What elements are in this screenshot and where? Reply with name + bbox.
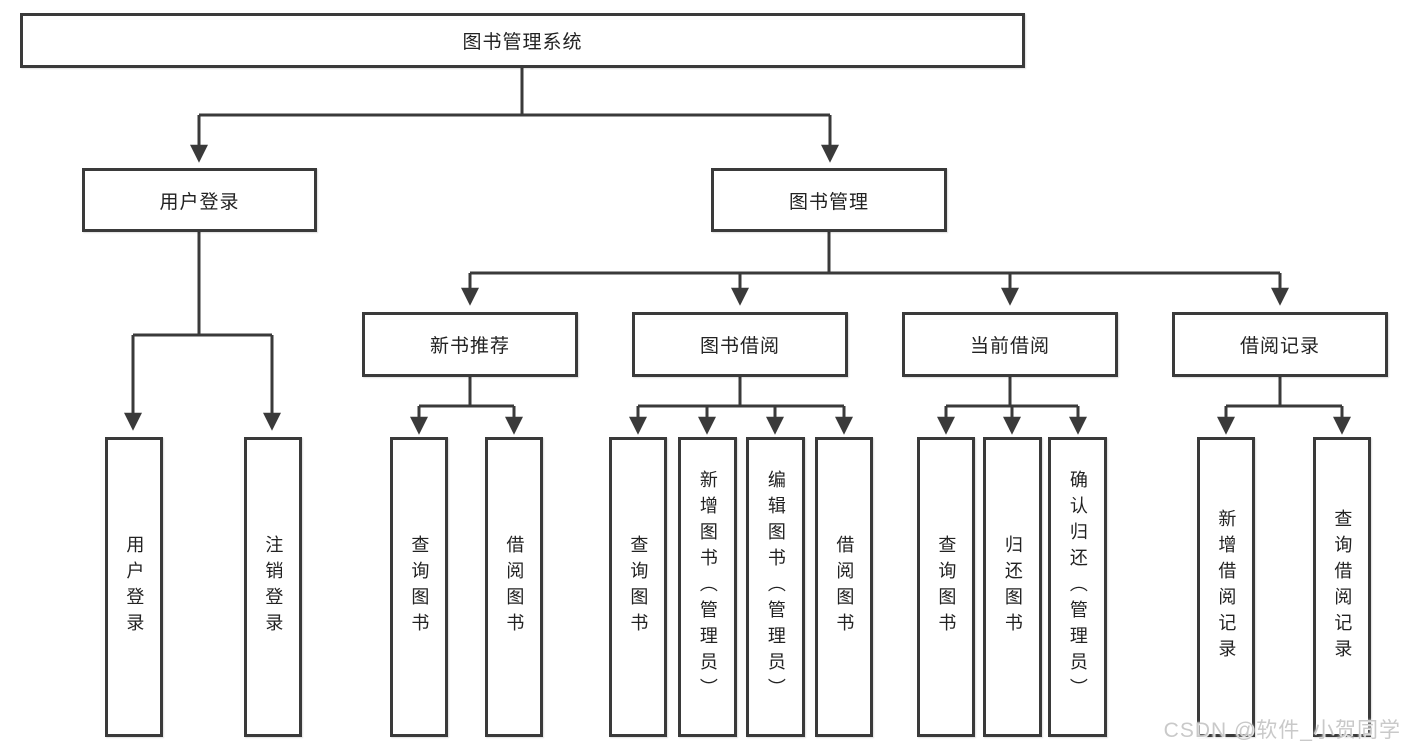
- node-borrow-record-label: 借阅记录: [1239, 336, 1320, 357]
- node-add-borrow-record-label: 新增借阅记录: [1216, 509, 1237, 665]
- node-root-label: 图书管理系统: [462, 32, 583, 53]
- node-user-login-branch-label: 用户登录: [159, 191, 240, 213]
- node-query-books-1: 查询图书: [390, 437, 448, 737]
- node-root-system: 图书管理系统: [20, 13, 1025, 68]
- node-book-borrow-label: 图书借阅: [699, 336, 780, 357]
- node-edit-book-admin: 编辑图书（管理员）: [746, 437, 805, 737]
- node-query-borrow-record-label: 查询借阅记录: [1332, 509, 1353, 665]
- node-borrow-record: 借阅记录: [1172, 312, 1388, 377]
- node-add-book-admin-label: 新增图书（管理员）: [697, 470, 718, 704]
- node-user-login-leaf-label: 用户登录: [124, 535, 145, 639]
- node-logout-leaf: 注销登录: [244, 437, 302, 737]
- node-query-books-2-label: 查询图书: [628, 535, 649, 639]
- node-query-books-2: 查询图书: [609, 437, 667, 737]
- node-borrow-books-2: 借阅图书: [815, 437, 873, 737]
- node-add-book-admin: 新增图书（管理员）: [678, 437, 737, 737]
- node-borrow-books-1: 借阅图书: [485, 437, 543, 737]
- node-edit-book-admin-label: 编辑图书（管理员）: [765, 470, 786, 704]
- node-query-borrow-record: 查询借阅记录: [1313, 437, 1371, 737]
- node-confirm-return-admin: 确认归还（管理员）: [1048, 437, 1107, 737]
- node-confirm-return-admin-label: 确认归还（管理员）: [1067, 470, 1088, 704]
- node-logout-leaf-label: 注销登录: [263, 535, 284, 639]
- node-book-borrow: 图书借阅: [632, 312, 848, 377]
- node-book-management-branch: 图书管理: [711, 168, 947, 232]
- node-user-login-leaf: 用户登录: [105, 437, 163, 737]
- connector-skeleton: [133, 68, 1342, 408]
- node-current-borrow-label: 当前借阅: [969, 336, 1050, 357]
- node-return-book: 归还图书: [983, 437, 1042, 737]
- node-new-book-recommend: 新书推荐: [362, 312, 578, 377]
- node-new-book-recommend-label: 新书推荐: [429, 336, 510, 357]
- node-add-borrow-record: 新增借阅记录: [1197, 437, 1255, 737]
- node-return-book-label: 归还图书: [1002, 535, 1023, 639]
- node-query-books-3: 查询图书: [917, 437, 975, 737]
- node-current-borrow: 当前借阅: [902, 312, 1118, 377]
- node-query-books-3-label: 查询图书: [936, 535, 957, 639]
- csdn-watermark: CSDN @软件_小贺同学: [1163, 719, 1401, 742]
- node-borrow-books-2-label: 借阅图书: [834, 535, 855, 639]
- node-borrow-books-1-label: 借阅图书: [504, 535, 525, 639]
- node-user-login-branch: 用户登录: [82, 168, 317, 232]
- node-book-management-branch-label: 图书管理: [788, 191, 869, 213]
- node-query-books-1-label: 查询图书: [409, 535, 430, 639]
